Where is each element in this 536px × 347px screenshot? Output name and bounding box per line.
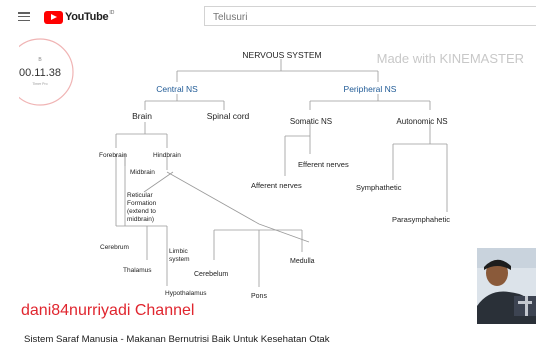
timer-top-label: B xyxy=(38,57,42,63)
node-hypothalamus: Hypothalamus xyxy=(165,290,207,297)
node-reticular-line3: (extend to xyxy=(127,208,156,215)
channel-caption: dani84nurriyadi Channel xyxy=(21,302,194,319)
node-reticular-line4: midbrain) xyxy=(127,216,154,223)
youtube-play-icon xyxy=(44,10,63,24)
node-limbic-line2: system xyxy=(169,256,190,263)
youtube-wordmark: YouTube xyxy=(65,11,109,23)
timer-time: 00.11.38 xyxy=(19,67,61,79)
video-title: Sistem Saraf Manusia - Makanan Bernutris… xyxy=(24,334,330,345)
timer-ring xyxy=(19,38,74,106)
youtube-logo[interactable]: YouTube ID xyxy=(44,10,114,24)
video-player[interactable]: B 00.11.38 Timer Pro Made with KINEMASTE… xyxy=(19,34,536,324)
node-medulla: Medulla xyxy=(290,258,315,265)
node-pons: Pons xyxy=(251,293,267,300)
node-forebrain: Forebrain xyxy=(99,152,127,159)
timer-widget: B 00.11.38 Timer Pro xyxy=(19,38,74,106)
node-somatic-ns: Somatic NS xyxy=(290,117,332,126)
node-thalamus: Thalamus xyxy=(123,267,152,274)
timer-caption: Timer Pro xyxy=(32,82,47,86)
node-nervous-system: NERVOUS SYSTEM xyxy=(242,50,321,60)
node-reticular-line1: Reticular xyxy=(127,192,153,199)
region-label: ID xyxy=(109,10,115,16)
node-efferent-nerves: Efferent nerves xyxy=(298,160,349,169)
node-cerebrum: Cerebrum xyxy=(100,244,129,251)
node-spinal-cord: Spinal cord xyxy=(207,111,250,121)
hamburger-menu-icon[interactable] xyxy=(18,12,30,22)
node-afferent-nerves: Afferent nerves xyxy=(251,181,302,190)
node-limbic-line1: Limbic xyxy=(169,248,189,255)
node-midbrain: Midbrain xyxy=(130,169,155,176)
node-cerebelum: Cerebelum xyxy=(194,271,228,278)
diagram-connectors xyxy=(115,59,448,287)
kinemaster-watermark: Made with KINEMASTER xyxy=(377,51,524,66)
node-reticular-line2: Formation xyxy=(127,200,157,207)
nervous-system-diagram: NERVOUS SYSTEM Central NS Peripheral NS … xyxy=(99,50,450,300)
video-frame: B 00.11.38 Timer Pro Made with KINEMASTE… xyxy=(19,38,536,324)
node-peripheral-ns: Peripheral NS xyxy=(344,84,397,94)
node-hindbrain: Hindbrain xyxy=(153,152,181,159)
search-input[interactable] xyxy=(205,8,513,23)
top-bar: YouTube ID xyxy=(0,0,536,34)
node-brain: Brain xyxy=(132,111,152,121)
search-box[interactable] xyxy=(204,6,536,26)
presenter-webcam xyxy=(477,248,536,324)
node-symphathetic: Symphathetic xyxy=(356,183,402,192)
node-central-ns: Central NS xyxy=(156,84,198,94)
node-parasymphahetic: Parasymphahetic xyxy=(392,215,450,224)
node-autonomic-ns: Autonomic NS xyxy=(396,117,447,126)
